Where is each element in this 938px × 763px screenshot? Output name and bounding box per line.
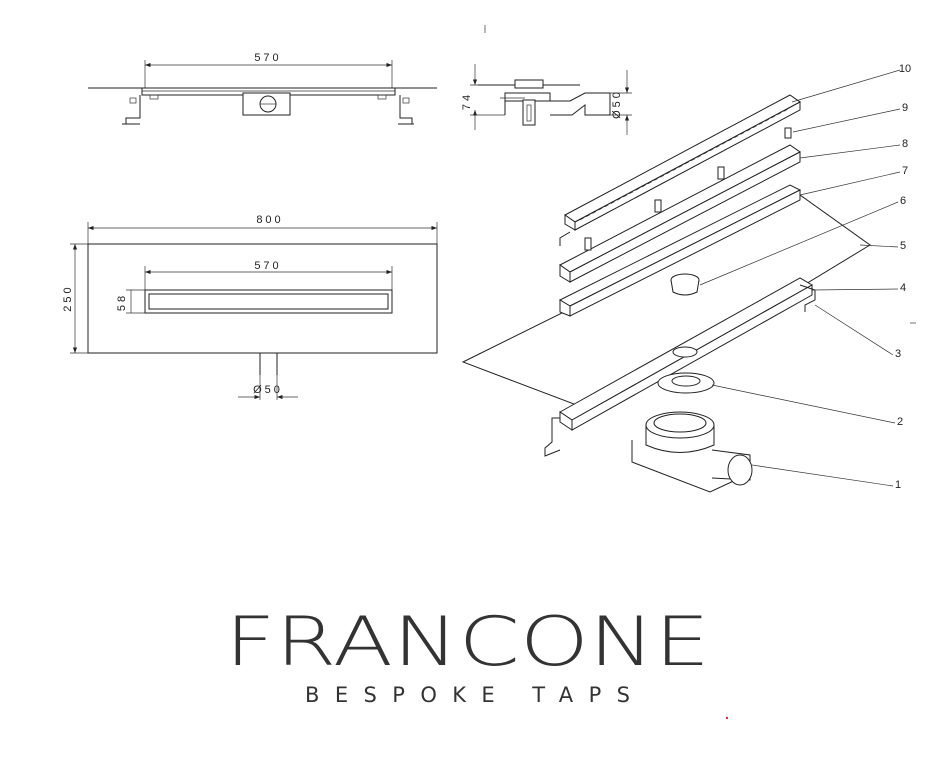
drain-body (631, 411, 753, 493)
callout-8: 8 (902, 138, 908, 150)
callout-6: 6 (900, 195, 906, 207)
francone-logo: FRANCONE BESPOKE TAPS (225, 603, 710, 707)
leader-lines (699, 69, 901, 487)
stray-dot (725, 716, 729, 720)
side-pipe-dimension: Ø50 (611, 89, 623, 119)
front-width-dimension: 570 (254, 52, 281, 64)
frame (558, 184, 802, 317)
side-view: 74 Ø50 (461, 64, 632, 135)
cover-bar (559, 94, 801, 251)
plan-overall-width: 800 (256, 214, 283, 226)
callout-5: 5 (900, 240, 906, 252)
logo-tagline: BESPOKE TAPS (305, 683, 630, 707)
grate (559, 144, 801, 283)
callout-4: 4 (900, 282, 906, 294)
callout-10: 10 (899, 63, 911, 75)
side-height-dimension: 74 (461, 92, 473, 110)
callout-9: 9 (902, 102, 908, 114)
callout-3: 3 (895, 348, 901, 360)
logo-brand: FRANCONE (225, 603, 710, 682)
flange-ring (657, 372, 715, 394)
exploded-view: 10 9 8 7 6 5 4 3 2 1 (461, 63, 911, 493)
plan-channel-length: 570 (254, 260, 281, 272)
plan-view: 800 250 570 58 Ø50 (62, 214, 438, 400)
channel-body (544, 277, 816, 457)
callout-2: 2 (897, 416, 903, 428)
trap-cup (670, 273, 700, 296)
plan-outlet-dimension: Ø50 (253, 384, 283, 396)
callout-1: 1 (895, 479, 901, 491)
callout-7: 7 (902, 165, 908, 177)
plan-channel-width: 58 (116, 293, 128, 311)
front-view: 570 (88, 52, 437, 125)
plan-overall-depth: 250 (62, 284, 74, 311)
